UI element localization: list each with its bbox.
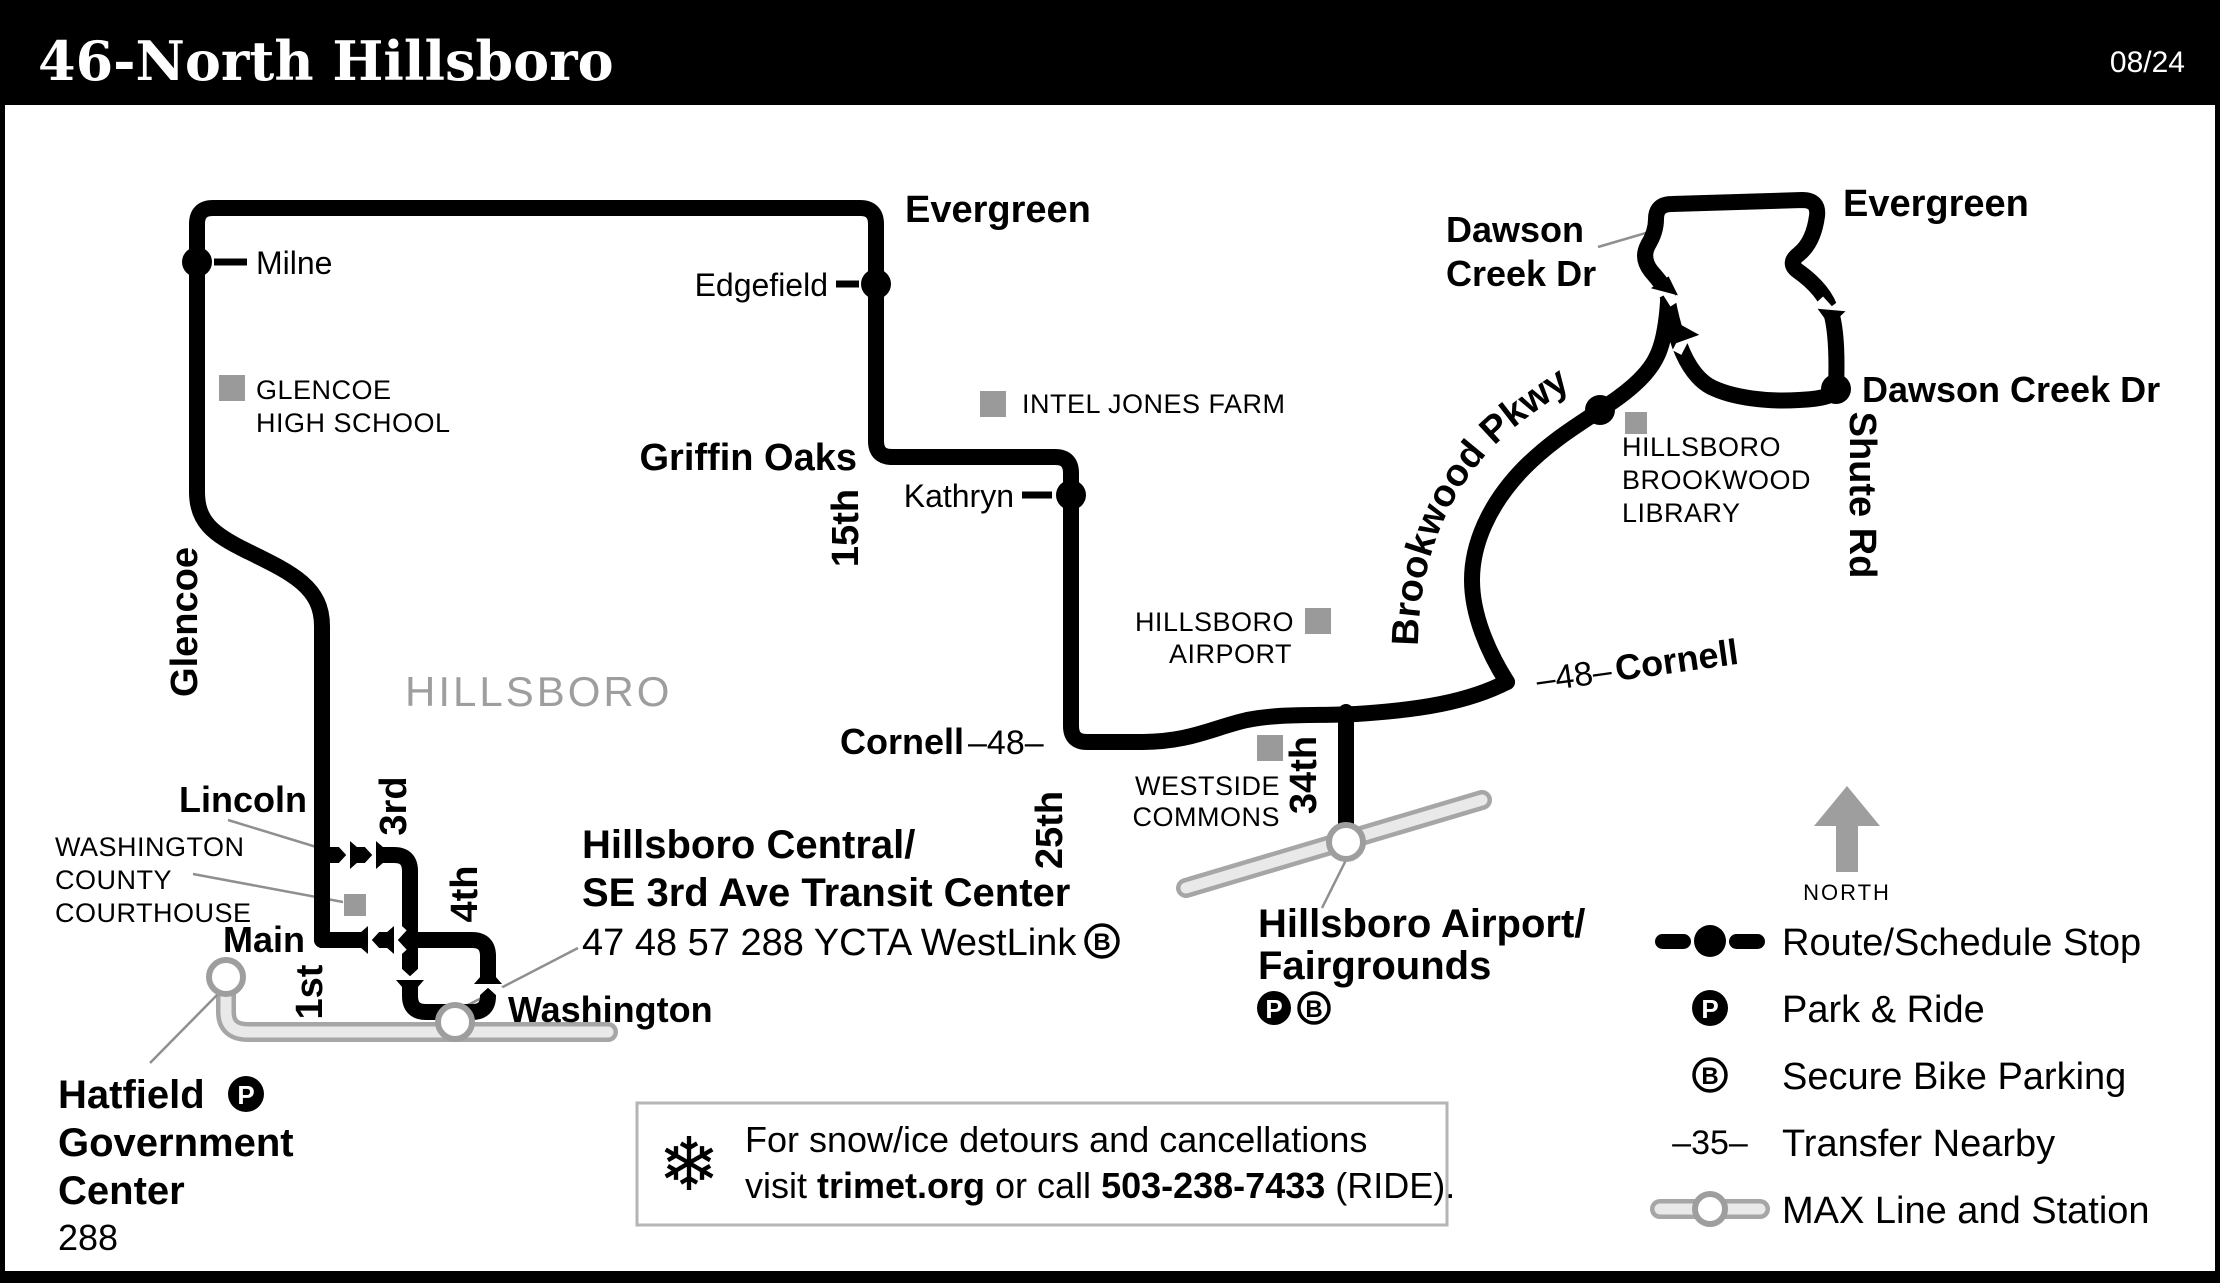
label-4th: 4th [444,866,486,923]
glencoe-hs-marker [219,375,245,401]
map-date: 08/24 [2110,46,2185,79]
route-46-north-trunk [189,200,1515,750]
library-marker [1625,412,1647,434]
label-transit-center-2: SE 3rd Ave Transit Center [582,871,1070,915]
label-15th: 15th [825,489,867,567]
label-airport-2: AIRPORT [1169,639,1292,669]
pointer-fairgrounds [1320,859,1348,909]
westside-commons-marker [1257,735,1283,761]
label-courthouse-2: COUNTY [55,865,172,895]
legend-max-symbol [1650,1191,1770,1227]
label-evergreen-west: Evergreen [905,189,1091,231]
park-ride-icon: P [228,1076,264,1112]
svg-text:B: B [1701,1063,1718,1090]
label-intel-jones-farm: INTEL JONES FARM [1022,389,1286,419]
fairgrounds-bike-icon: B [1297,991,1331,1025]
svg-text:B: B [1305,996,1322,1023]
stop-edgefield [836,269,891,299]
label-kathryn: Kathryn [904,478,1014,514]
route-46-brookwood-loop [1464,192,1845,690]
pointer-hatfield [149,993,219,1064]
snow-note-line1: For snow/ice detours and cancellations [745,1119,1367,1160]
max-station-washington [435,1002,475,1042]
snowflake-icon: ❄ [658,1123,720,1206]
label-glencoe-hs-2: HIGH SCHOOL [256,408,451,438]
label-library-3: LIBRARY [1622,498,1741,528]
svg-text:P: P [1265,994,1282,1024]
courthouse-marker [344,894,366,916]
max-station-fairgrounds [1326,822,1366,862]
bike-parking-icon: B [1084,923,1120,959]
label-library-2: BROOKWOOD [1622,465,1811,495]
label-edgefield: Edgefield [695,267,828,303]
border-bottom [0,1271,2220,1283]
label-hatfield-routes: 288 [58,1217,118,1258]
snow-note-box: ❄ For snow/ice detours and cancellations… [635,1101,1455,1227]
label-airport-1: HILLSBORO [1135,607,1294,637]
label-milne: Milne [256,245,332,281]
legend-label-transfer: Transfer Nearby [1782,1123,2055,1165]
max-station-hatfield [206,957,246,997]
legend-bike-symbol: B [1692,1057,1728,1093]
legend-transfer-symbol: –35– [1672,1124,1748,1162]
label-city-hillsboro: HILLSBORO [405,668,672,715]
svg-text:P: P [237,1080,254,1110]
label-3rd: 3rd [373,776,415,835]
label-hatfield-3: Center [58,1169,185,1213]
header-bar [0,0,2220,105]
label-cornell-west: Cornell–48– [840,721,1044,762]
route-title: 46-North Hillsboro [38,29,614,93]
stop-dawson-creek-dr [1821,374,1851,404]
label-north: NORTH [1803,880,1891,905]
stop-kathryn [1022,480,1086,510]
stop-brookwood-library [1585,395,1615,425]
route-46-glencoe-1st [189,254,330,948]
label-lincoln: Lincoln [179,779,307,820]
label-25th: 25th [1029,791,1071,869]
label-dawson-creek-line1: Dawson [1446,209,1584,250]
legend-stop-symbol [1655,925,1765,957]
label-glencoe-hs-1: GLENCOE [256,375,392,405]
label-shute-rd: Shute Rd [1841,412,1883,579]
label-washington: Washington [508,989,713,1030]
max-line-downtown [216,983,618,1042]
label-transit-center-1: Hillsboro Central/ [582,823,915,867]
label-glencoe: Glencoe [164,547,206,697]
legend-park-ride-symbol: P [1692,990,1728,1026]
label-courthouse-3: COURTHOUSE [55,898,252,928]
border-left [0,105,5,1283]
label-evergreen-east: Evergreen [1843,183,2029,225]
legend-label-park-ride: Park & Ride [1782,989,1985,1031]
direction-arrows [337,276,1849,997]
label-fairgrounds-2: Fairgrounds [1258,944,1491,988]
stop-milne [182,247,247,277]
svg-text:P: P [1701,994,1718,1024]
intel-jones-farm-marker [980,391,1006,417]
label-transit-center-routes: 47 48 57 288 YCTA WestLink [582,922,1077,964]
legend: Route/Schedule Stop P Park & Ride B Secu… [1650,922,2150,1232]
label-westside-1: WESTSIDE [1135,771,1280,801]
label-courthouse-1: WASHINGTON [55,832,245,862]
legend-label-max: MAX Line and Station [1782,1190,2150,1232]
label-dawson-creek-stop: Dawson Creek Dr [1862,369,2160,410]
snow-note-line2: visit trimet.org or call 503-238-7433 (R… [745,1165,1455,1206]
legend-label-stop: Route/Schedule Stop [1782,922,2141,964]
label-griffin-oaks: Griffin Oaks [640,437,858,479]
label-dawson-creek-line2: Creek Dr [1446,253,1596,294]
label-34th: 34th [1283,736,1325,814]
svg-text:B: B [1093,929,1110,956]
label-hatfield-2: Government [58,1121,294,1165]
hillsboro-airport-marker [1305,608,1331,634]
label-hatfield-1: Hatfield [58,1073,205,1117]
label-main: Main [223,919,305,960]
fairgrounds-park-ride-icon: P [1257,991,1291,1025]
legend-label-bike: Secure Bike Parking [1782,1056,2126,1098]
border-right [2215,105,2220,1283]
label-library-1: HILLSBORO [1622,432,1781,462]
label-1st: 1st [289,964,331,1019]
north-arrow-icon [1814,786,1880,872]
label-fairgrounds-1: Hillsboro Airport/ [1258,902,1585,946]
label-westside-2: COMMONS [1133,802,1281,832]
